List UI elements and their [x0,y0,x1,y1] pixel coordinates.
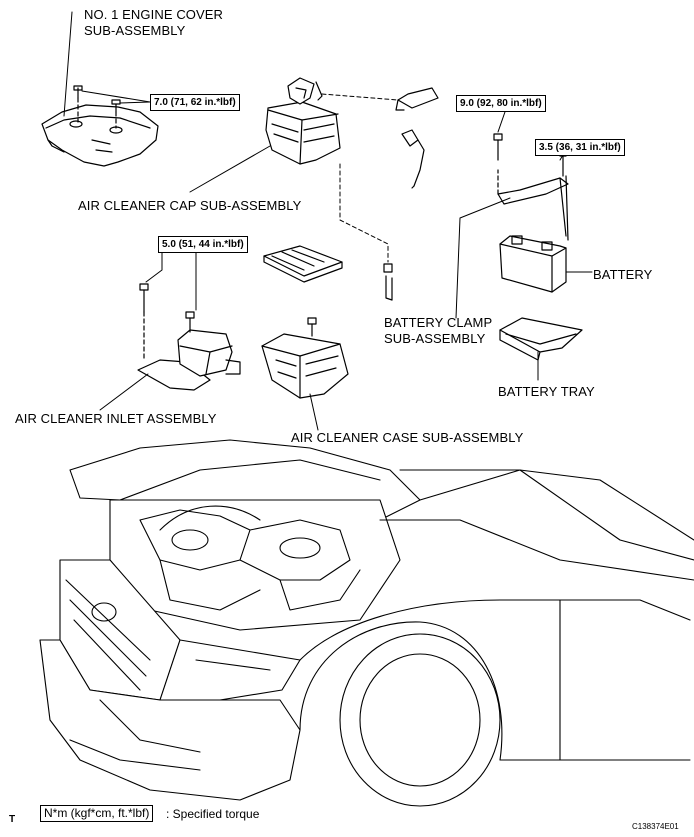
battery-drawing [499,235,567,293]
corner-mark: T [9,814,16,825]
battery-tray-drawing [499,317,583,361]
air-cleaner-case-drawing [261,317,349,399]
figure-code: C138374E01 [632,822,679,831]
engine-cover-label: NO. 1 ENGINE COVER SUB-ASSEMBLY [84,7,224,38]
air-cleaner-inlet-label: AIR CLEANER INLET ASSEMBLY [15,411,217,426]
inlet-torque: 5.0 (51, 44 in.*lbf) [158,236,248,253]
hose-drawing [395,87,439,111]
air-cleaner-case-label: AIR CLEANER CASE SUB-ASSEMBLY [291,430,524,445]
air-cleaner-cap-drawing [265,77,341,165]
air-cleaner-inlet-drawing [137,283,241,391]
wire-harness-drawing [401,129,425,189]
battery-label: BATTERY [593,267,653,282]
clip-drawing [383,263,393,301]
engine-cover-torque: 7.0 (71, 62 in.*lbf) [150,94,240,111]
torque-unit-legend-text: : Specified torque [166,807,260,821]
air-cleaner-cap-label: AIR CLEANER CAP SUB-ASSEMBLY [78,198,302,213]
engine-cover-drawing [41,85,159,167]
battery-clamp-bolt-torque: 9.0 (92, 80 in.*lbf) [456,95,546,112]
battery-tray-label: BATTERY TRAY [498,384,595,399]
battery-clamp-label: BATTERY CLAMP SUB-ASSEMBLY [384,315,493,346]
air-filter-drawing [263,245,343,283]
torque-unit-legend-box: N*m (kgf*cm, ft.*lbf) [40,805,154,822]
battery-clamp-nut-torque: 3.5 (36, 31 in.*lbf) [535,139,625,156]
vehicle-drawing [39,439,694,807]
